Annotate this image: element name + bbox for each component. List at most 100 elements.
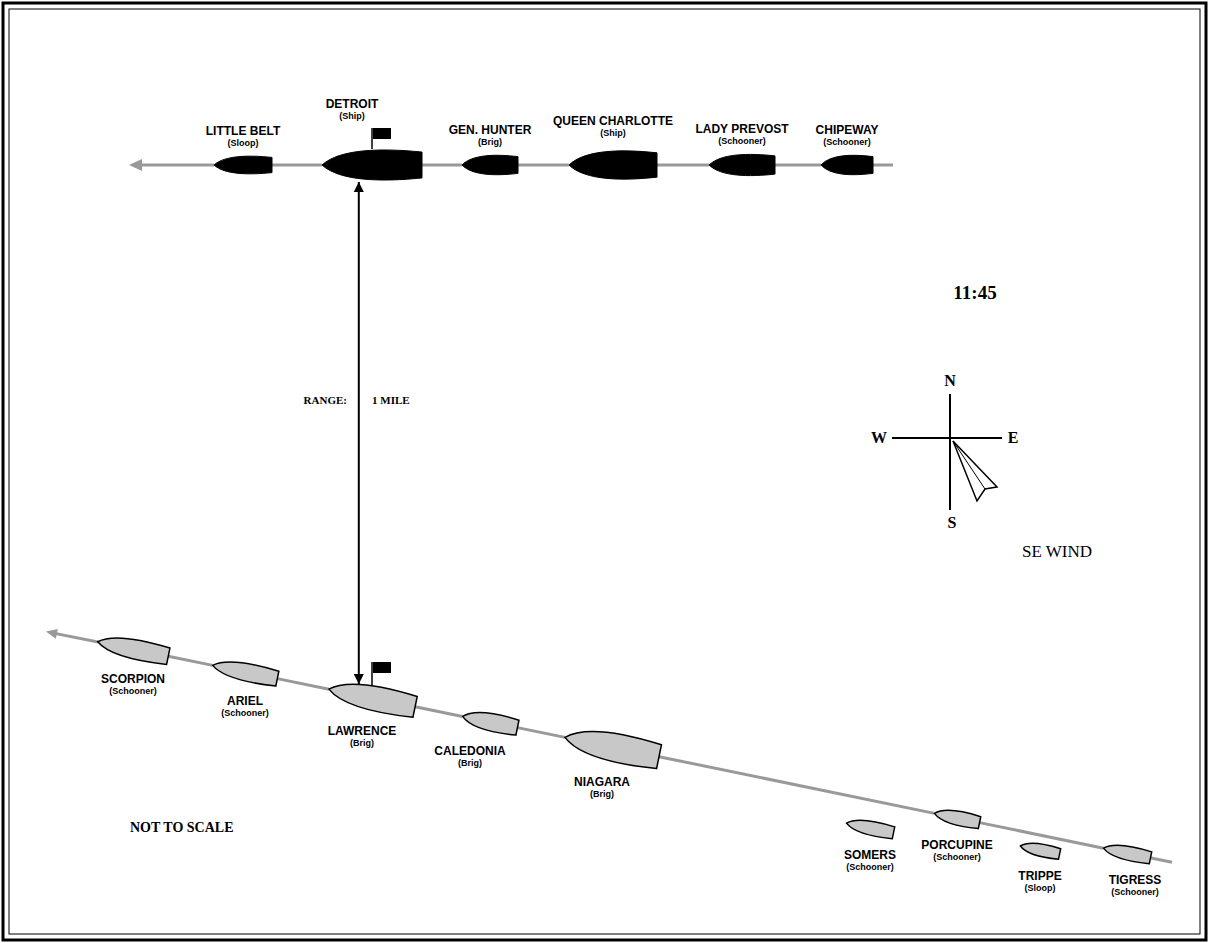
wind-arrow-shaft (953, 441, 985, 489)
ship: TIGRESS(Schooner) (1103, 845, 1151, 861)
ship-class: (Sloop) (206, 138, 280, 149)
ship-name: LAWRENCE (328, 724, 397, 738)
hull-outline (845, 816, 895, 839)
range-label: 1 MILE (372, 394, 410, 406)
hull-outline (211, 657, 279, 688)
hull-outline (326, 677, 417, 719)
ship-hull (462, 154, 518, 176)
ship-name: CHIPEWAY (816, 123, 879, 137)
ship-hull (934, 810, 980, 826)
outer-frame (3, 3, 1206, 940)
hull-outline (709, 154, 775, 175)
ship-label: TRIPPE(Sloop) (1018, 869, 1061, 894)
ship: CHIPEWAY(Schooner) (821, 154, 873, 176)
ship-name: PORCUPINE (921, 838, 992, 852)
ship-hull (846, 820, 894, 836)
ship-hull (709, 153, 775, 177)
ship-label: ARIEL(Schooner) (221, 694, 269, 719)
ship: LITTLE BELT(Sloop) (214, 155, 272, 175)
compass-line (949, 394, 951, 510)
line-extension (1150, 858, 1172, 863)
ship-label: SOMERS(Schooner) (844, 848, 896, 873)
ship-label: LITTLE BELT(Sloop) (206, 124, 280, 149)
ship-label: LAWRENCE(Brig) (328, 724, 397, 749)
flag-pole (371, 662, 373, 686)
ship-hull (214, 155, 272, 175)
battle-line (272, 164, 322, 167)
ship-name: SCORPION (101, 672, 165, 686)
ship-name: SOMERS (844, 848, 896, 862)
ship-name: QUEEN CHARLOTTE (553, 114, 673, 128)
ship-class: (Schooner) (844, 862, 896, 873)
compass-letter: S (948, 514, 957, 532)
battle-line (168, 656, 212, 665)
hull-outline (569, 151, 657, 179)
ship: SOMERS(Schooner) (846, 820, 894, 836)
flag (373, 128, 391, 139)
ship: LAWRENCE(Brig) (328, 684, 416, 712)
flag (373, 662, 391, 673)
ship-class: (Schooner) (695, 136, 788, 147)
ship-class: (Ship) (553, 128, 673, 139)
hull-outline (1102, 841, 1152, 864)
ship-label: CHIPEWAY(Schooner) (816, 123, 879, 148)
ship-class: (Ship) (326, 111, 379, 122)
ship-hull (97, 638, 169, 660)
hull-outline (933, 806, 981, 829)
line-extension (140, 164, 214, 167)
ship-label: SCORPION(Schooner) (101, 672, 165, 697)
ship-name: NIAGARA (574, 775, 630, 789)
ship-hull (1103, 845, 1151, 861)
hull-outline (461, 708, 519, 737)
ship: DETROIT(Ship) (322, 148, 422, 182)
wind-arrow (953, 441, 997, 501)
battle-line (659, 757, 934, 814)
compass-letter: W (871, 429, 887, 447)
range-arrow (358, 182, 360, 684)
ship-label: GEN. HUNTER(Brig) (449, 123, 532, 148)
heading-arrow (129, 159, 142, 171)
ship-class: (Brig) (449, 137, 532, 148)
ship: GEN. HUNTER(Brig) (462, 154, 518, 176)
hull-outline (1019, 840, 1061, 860)
ship-class: (Sloop) (1018, 883, 1061, 894)
ship-hull (569, 149, 657, 181)
ship-label: PORCUPINE(Schooner) (921, 838, 992, 863)
ship-name: ARIEL (221, 694, 269, 708)
ship: QUEEN CHARLOTTE(Ship) (569, 149, 657, 181)
ship-name: DETROIT (326, 97, 379, 111)
ship-label: NIAGARA(Brig) (574, 775, 630, 800)
ship-class: (Schooner) (921, 852, 992, 863)
time-label: 11:45 (953, 282, 996, 304)
ship-name: CALEDONIA (434, 744, 505, 758)
ship-hull (821, 154, 873, 176)
ship-name: TIGRESS (1109, 873, 1162, 887)
battle-line (415, 707, 462, 717)
ship-hull (564, 731, 660, 763)
ship-name: GEN. HUNTER (449, 123, 532, 137)
ship: PORCUPINE(Schooner) (934, 810, 980, 826)
ship-name: TRIPPE (1018, 869, 1061, 883)
ship-label: QUEEN CHARLOTTE(Ship) (553, 114, 673, 139)
ship-label: LADY PREVOST(Schooner) (695, 122, 788, 147)
ship-hull (462, 712, 518, 732)
ship: SCORPION(Schooner) (97, 638, 169, 660)
wind-label: SE WIND (1022, 542, 1092, 562)
ship-label: DETROIT(Ship) (326, 97, 379, 122)
inner-frame (9, 9, 1200, 934)
ship: CALEDONIA(Brig) (462, 712, 518, 732)
ship-class: (Schooner) (1109, 887, 1162, 898)
battle-line (775, 164, 821, 167)
compass-letter: N (944, 372, 956, 390)
battle-line (277, 679, 329, 690)
ship-label: TIGRESS(Schooner) (1109, 873, 1162, 898)
compass-line (892, 437, 1002, 439)
compass-letter: E (1008, 429, 1019, 447)
hull-outline (322, 150, 422, 180)
hull-outline (821, 155, 873, 174)
ship-label: CALEDONIA(Brig) (434, 744, 505, 769)
ship-hull (1020, 843, 1060, 857)
ship: ARIEL(Schooner) (212, 662, 278, 682)
battle-line (422, 164, 462, 167)
